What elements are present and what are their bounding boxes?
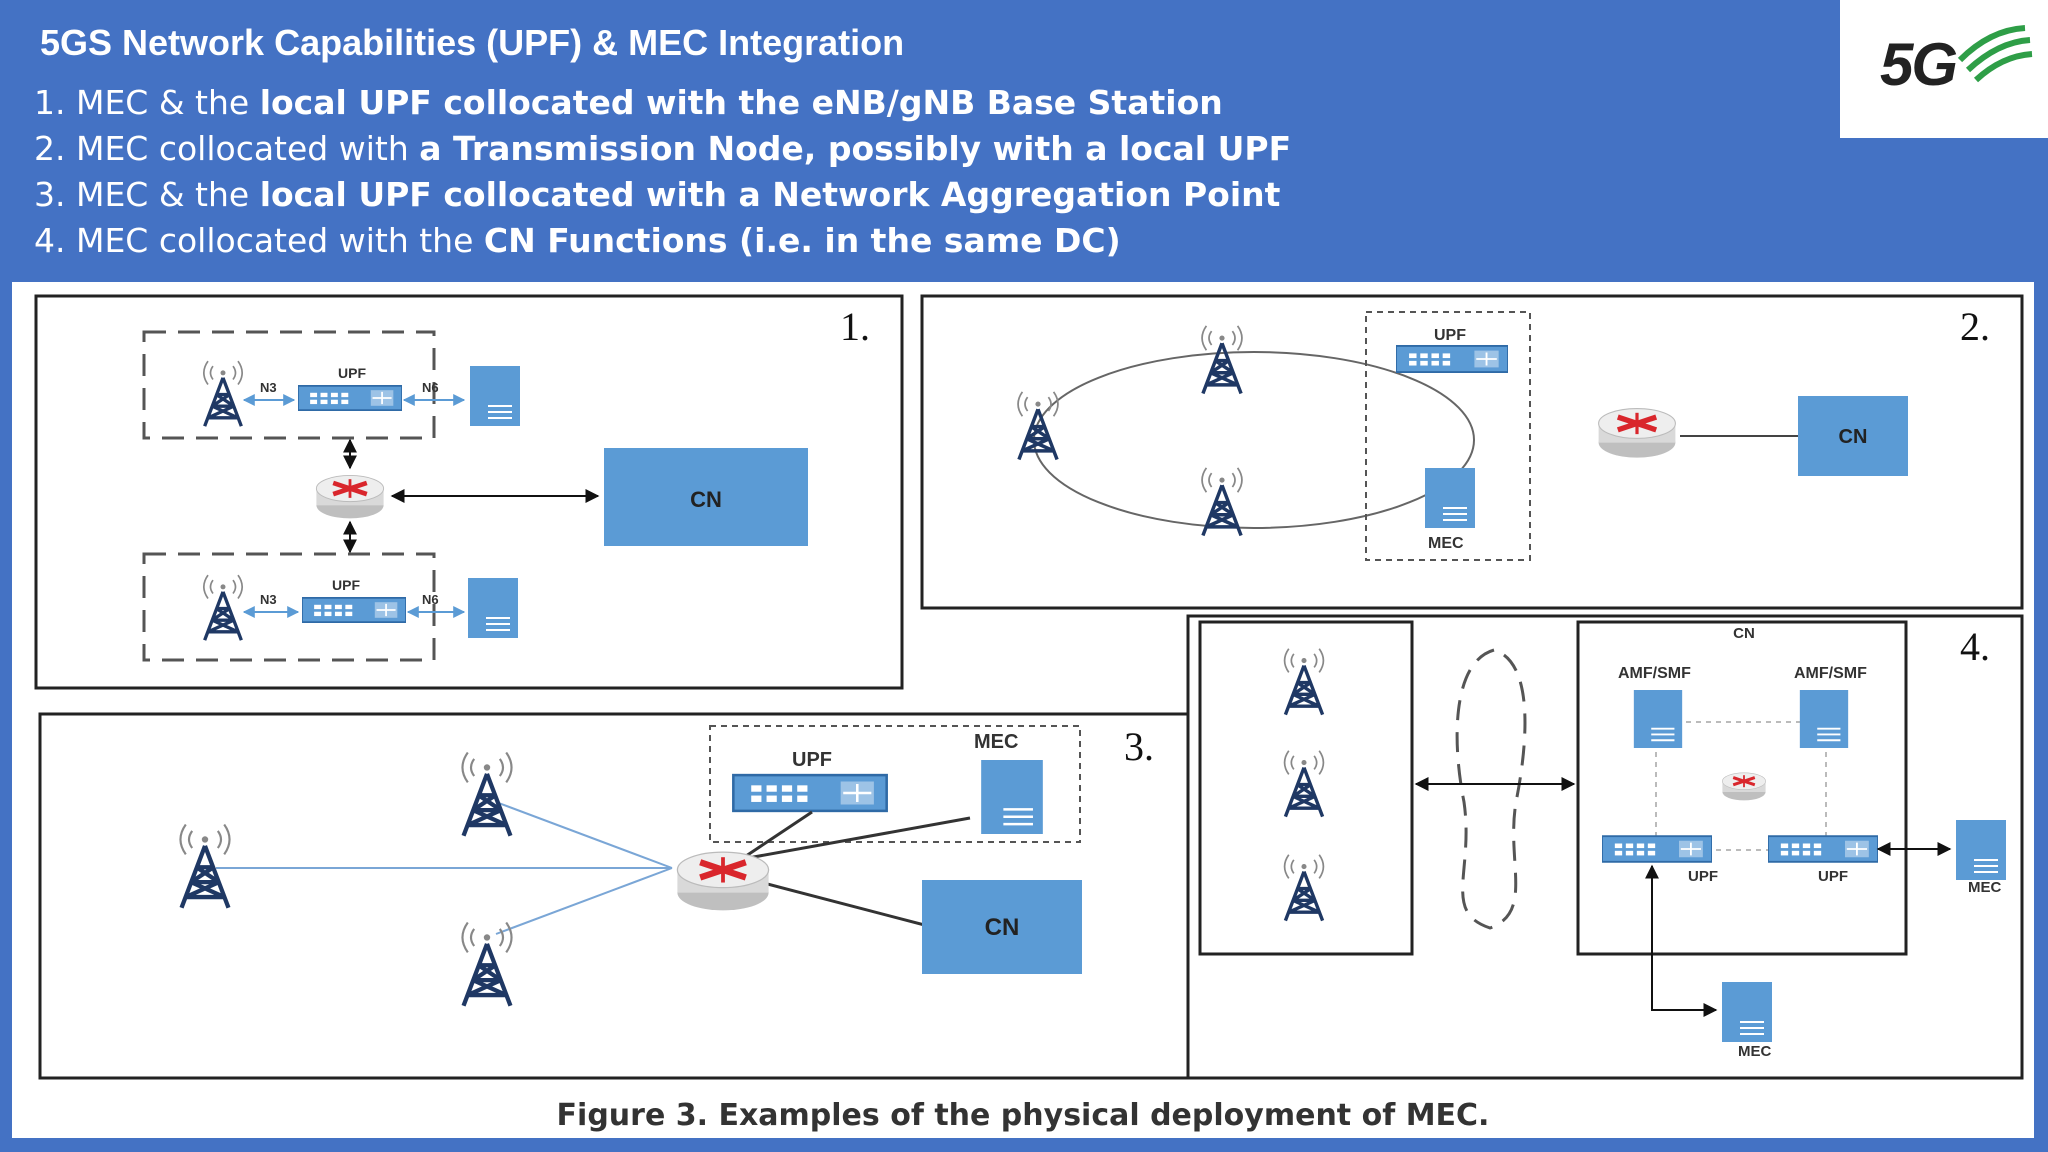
cn-datacenter-box [1576,620,1908,956]
cn-label: CN [690,487,722,512]
deployment-diagram: 1. N3 N3 UPF UPF N6 N6 CN [34,294,2024,1080]
transport-network-cloud [1455,648,1527,930]
signal-arcs-icon [1957,25,2033,83]
mec-label: MEC [1968,879,2002,896]
bullet-emphasis: a Transmission Node, possibly with a loc… [419,129,1292,168]
router-icon [1599,409,1676,458]
bullet-prefix: 3. MEC & the [34,175,260,214]
bullet-item: 1. MEC & the local UPF collocated with t… [34,80,1291,126]
upf-label: UPF [338,365,366,381]
bullet-item: 2. MEC collocated with a Transmission No… [34,126,1291,172]
panel-2: 2. UPF MEC CN [920,294,2024,610]
cn-label: CN [1733,625,1755,642]
bullet-prefix: 2. MEC collocated with [34,129,420,168]
panel-3: 3. UPF MEC CN [38,712,1192,1080]
upf-device-icon [1602,835,1712,863]
n6-label: N6 [422,380,439,395]
mec-label: MEC [1428,535,1464,552]
upf-mec-link [1645,864,1718,1017]
mec-label: MEC [1738,1043,1772,1060]
cn-label: CN [1839,426,1868,448]
mec-server-icon [1720,982,1774,1042]
upf-device-icon [302,596,406,624]
logo-5g: 5G [1840,0,2048,138]
n3-label: N3 [260,380,277,395]
router-icon [677,852,768,910]
tower-link [495,801,673,869]
n3-label: N3 [260,592,277,607]
cn-box [604,448,808,546]
bullet-list: 1. MEC & the local UPF collocated with t… [34,80,1291,264]
panel-2-number: 2. [1960,304,1990,349]
cn-box [922,880,1082,974]
mec-server-icon [468,578,518,638]
panel-4: 4. CN AMF/SMF AMF/SMF UPF UPF MEC [1186,614,2024,1080]
upf-label: UPF [332,577,360,593]
bullet-emphasis: local UPF collocated with the eNB/gNB Ba… [259,83,1223,122]
figure: 1. N3 N3 UPF UPF N6 N6 CN [12,282,2034,1138]
panel-4-number: 4. [1960,624,1990,669]
cn-label: CN [985,914,1020,941]
bullet-item: 4. MEC collocated with the CN Functions … [34,218,1291,264]
site-box [142,330,436,440]
cn-box [1798,396,1908,476]
mec-label: MEC [974,731,1018,753]
bullet-prefix: 4. MEC collocated with the [34,221,484,260]
amf-smf-label: AMF/SMF [1618,665,1691,682]
upf-device-icon [1768,835,1878,863]
router-icon [1720,771,1768,802]
slide-title: 5GS Network Capabilities (UPF) & MEC Int… [40,22,905,63]
panel-1-number: 1. [840,304,870,349]
upf-label: UPF [792,749,832,771]
upf-label: UPF [1818,868,1848,885]
upf-device-icon [1396,344,1508,374]
upf-device-icon [731,773,889,813]
mec-server-icon [470,366,520,426]
panel-3-number: 3. [1124,724,1154,769]
ran-box [1198,620,1414,956]
bullet-item: 3. MEC & the local UPF collocated with a… [34,172,1291,218]
tower-link [495,867,673,935]
logo-text: 5G [1880,31,1958,98]
transmission-node-box [1365,311,1531,561]
figure-caption: Figure 3. Examples of the physical deplo… [556,1098,1490,1133]
mec-server-icon [979,760,1045,834]
bullet-prefix: 1. MEC & the [34,83,260,122]
router-icon [316,475,383,518]
amf-smf-label: AMF/SMF [1794,665,1867,682]
mec-server-icon [1954,820,2008,880]
amf-smf-server-icon [1632,690,1684,748]
router-mec-link [747,816,971,860]
upf-device-icon [298,384,402,412]
panel-1: 1. N3 N3 UPF UPF N6 N6 CN [34,294,904,690]
router-cn-link [751,878,937,930]
mec-server-icon [1423,468,1477,528]
bullet-emphasis: local UPF collocated with a Network Aggr… [259,175,1281,214]
upf-label: UPF [1688,868,1718,885]
amf-smf-server-icon [1798,690,1850,748]
n6-label: N6 [422,592,439,607]
aggregation-box [709,725,1081,843]
upf-label: UPF [1434,327,1466,344]
bullet-emphasis: CN Functions (i.e. in the same DC) [483,221,1121,260]
